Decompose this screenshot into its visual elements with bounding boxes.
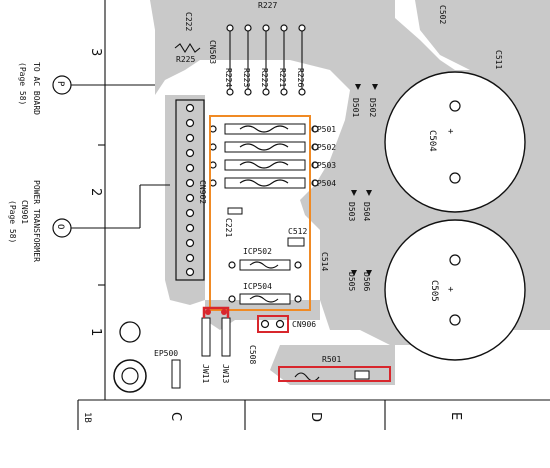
page-ref-bottom: (Page 58) [8, 200, 17, 243]
jw11-label: JW11 [201, 364, 210, 383]
r223-label: R223 [242, 68, 251, 87]
r221-label: R221 [278, 68, 287, 87]
d505-label: D505 [347, 272, 356, 291]
cn902-pins [185, 103, 195, 277]
jw13-label: JW13 [221, 364, 230, 383]
cn902-label: CN902 [198, 180, 207, 204]
grid-col-label-c: C [168, 412, 183, 421]
r501-label: R501 [322, 355, 341, 364]
cn906-label: CN906 [292, 320, 316, 329]
svg-text:+: + [448, 127, 454, 137]
icp-fuses: ICP502 ICP504 [228, 247, 302, 305]
icp504-fuse: ICP504 [228, 282, 302, 305]
c505-label: C505 [429, 280, 439, 302]
cn503-label: CN503 [208, 40, 217, 64]
c502-label: C502 [438, 5, 447, 24]
cp502-label: CP502 [312, 143, 336, 152]
r226-label: R226 [296, 68, 305, 87]
top-resistor-bank: R224 R223 R222 R221 R226 R227 R225 [174, 1, 306, 96]
cn901-label: CN901 [20, 200, 29, 224]
cp503-fuse: CP503 [209, 159, 336, 171]
grid-row-label-3: 3 [88, 48, 103, 56]
c504-body [384, 71, 526, 213]
d502-label: D502 [368, 98, 377, 117]
d503-label: D503 [347, 202, 356, 221]
grid-frame [77, 0, 550, 430]
cp504-fuse: CP504 [209, 177, 336, 189]
cp501-fuse: CP501 [209, 123, 336, 135]
grid-col-label-e: E [448, 412, 463, 420]
c222-label: C222 [184, 12, 193, 31]
cn902-connector: CN902 [175, 99, 207, 281]
c514-label: C514 [320, 252, 329, 271]
ep500-label: EP500 [154, 349, 178, 358]
cn906-connector: CN906 [260, 319, 316, 329]
c505-body [384, 219, 526, 361]
icp504-label: ICP504 [243, 282, 272, 291]
grid-col-label-d: D [308, 412, 323, 422]
c508-label: C508 [248, 345, 257, 364]
grid-row-label-2: 2 [88, 188, 103, 196]
c504-label: C504 [427, 130, 437, 152]
cp503-label: CP503 [312, 161, 336, 170]
red-highlight-r501 [278, 366, 391, 382]
to-ac-board-label: TO AC BOARD [32, 62, 41, 115]
power-transformer-label: POWER TRANSFORMER [32, 180, 41, 262]
jumpers: JW11 JW13 [201, 317, 231, 383]
c511-label: C511 [494, 50, 503, 69]
page-ref-top: (Page 58) [18, 62, 27, 105]
cp501-label: CP501 [312, 125, 336, 134]
connector-p-label: P [55, 81, 65, 87]
c512-label: C512 [288, 227, 307, 236]
connector-o-label: O [55, 224, 65, 229]
r225-label: R225 [176, 55, 195, 64]
grid-corner-label: 1B [82, 412, 92, 423]
c221-label: C221 [224, 218, 233, 237]
external-connectors: (Page 58) TO AC BOARD P (Page 58) CN901 … [8, 62, 170, 262]
svg-text:+: + [448, 285, 454, 295]
d501-label: D501 [351, 98, 360, 117]
diodes: D501 D502 D503 D504 D505 D506 [347, 84, 378, 291]
large-capacitors: C504 + C505 + C502 C511 [384, 5, 526, 361]
r227-label: R227 [258, 1, 277, 10]
r222-label: R222 [260, 68, 269, 87]
red-marker-left [205, 309, 211, 315]
d506-label: D506 [362, 272, 371, 291]
grid-labels: 3 2 1 C D E 1B [82, 48, 463, 423]
icp502-fuse: ICP502 [228, 247, 302, 271]
icp502-label: ICP502 [243, 247, 272, 256]
ep500-terminal: EP500 [113, 321, 181, 393]
grid-row-label-1: 1 [88, 328, 103, 336]
orange-highlight-box [209, 115, 311, 311]
red-marker-right [221, 309, 227, 315]
red-highlight-jw [202, 306, 230, 318]
r224-label: R224 [224, 68, 233, 87]
cp-fuse-block: CP501 CP502 CP503 CP504 [209, 123, 336, 189]
cp504-label: CP504 [312, 179, 336, 188]
d504-label: D504 [362, 202, 371, 221]
small-capacitors: C221 C512 C514 C508 C222 [184, 12, 329, 364]
cp502-fuse: CP502 [209, 141, 336, 153]
red-highlight-cn906 [257, 315, 289, 333]
